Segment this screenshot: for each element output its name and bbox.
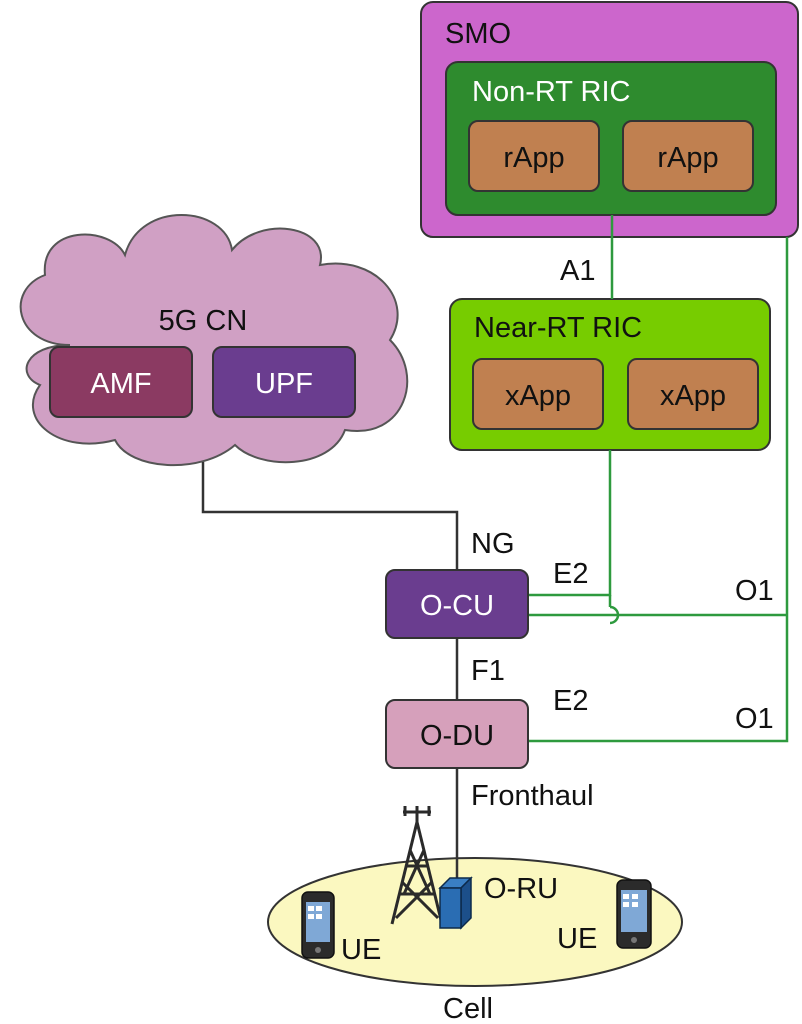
amf-label: AMF (90, 368, 151, 400)
oru-label: O-RU (484, 873, 558, 905)
f1-label: F1 (471, 655, 505, 687)
e2-cu-label: E2 (553, 558, 588, 590)
o1-cu-label: O1 (735, 575, 774, 607)
ocu-label: O-CU (420, 590, 494, 622)
rapp-label-1: rApp (503, 142, 564, 174)
rapp-box-1 (468, 120, 600, 192)
ng-link (201, 462, 459, 570)
ocu-box (385, 569, 529, 639)
non-rt-ric-label: Non-RT RIC (472, 76, 630, 108)
fronthaul-label: Fronthaul (471, 780, 594, 812)
oru-cube-icon (438, 876, 473, 930)
o1-du-label: O1 (735, 703, 774, 735)
xapp-box-2 (627, 358, 759, 430)
cell-area (267, 857, 683, 987)
near-rt-ric-label: Near-RT RIC (474, 312, 642, 344)
ue-right-label: UE (557, 923, 597, 955)
xapp-box-1 (472, 358, 604, 430)
phone-icon-right (616, 879, 652, 949)
odu-label: O-DU (420, 720, 494, 752)
ng-label: NG (471, 528, 515, 560)
o1-du-link (529, 237, 789, 743)
rapp-box-2 (622, 120, 754, 192)
core-network-cloud (19, 214, 409, 467)
a1-label: A1 (560, 255, 595, 287)
phone-icon-left (301, 891, 335, 959)
cell-label: Cell (443, 993, 493, 1024)
ue-left-label: UE (341, 934, 381, 966)
xapp-label-2: xApp (660, 380, 726, 412)
xapp-label-1: xApp (505, 380, 571, 412)
amf-box (49, 346, 193, 418)
e2-du-label: E2 (553, 685, 588, 717)
upf-box (212, 346, 356, 418)
core-network-label: 5G CN (159, 305, 248, 337)
cell-tower-icon (390, 806, 444, 925)
upf-label: UPF (255, 368, 313, 400)
smo-label: SMO (445, 18, 511, 50)
rapp-label-2: rApp (657, 142, 718, 174)
odu-box (385, 699, 529, 769)
